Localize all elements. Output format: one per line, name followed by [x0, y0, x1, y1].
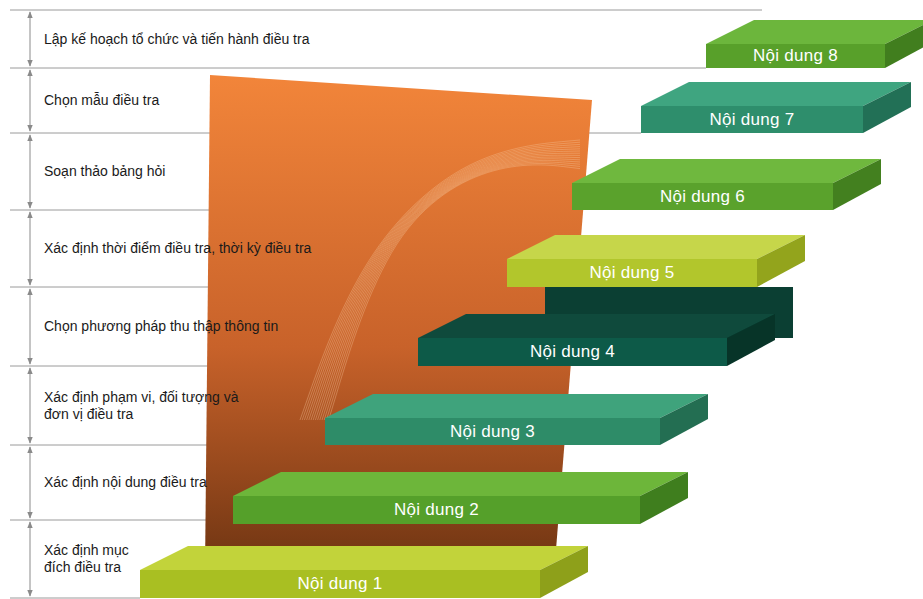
- slab-face: [572, 159, 881, 210]
- band-line: [10, 520, 233, 521]
- step-slab: Nội dung 6: [572, 183, 833, 210]
- step-slab: Nội dung 2: [233, 496, 640, 524]
- texture-arc: [326, 163, 580, 420]
- step-label: Lập kế hoạch tổ chức và tiến hành điều t…: [44, 31, 309, 48]
- dimension-arrow: [30, 447, 31, 518]
- texture-arc: [320, 159, 580, 420]
- step-label: Chọn phương pháp thu thập thông tin: [44, 318, 278, 335]
- slab-face: [325, 394, 708, 445]
- step-slab: Nội dung 8: [706, 44, 885, 68]
- slab-side: [660, 394, 708, 445]
- slab-face: [233, 472, 688, 524]
- step-label: Xác định nội dung điều tra: [44, 474, 207, 491]
- slab-face: [418, 314, 775, 366]
- texture-arc: [324, 162, 580, 420]
- slab-side: [863, 82, 911, 133]
- slab-face: [641, 82, 911, 133]
- texture-arc: [315, 155, 580, 420]
- step-label: Xác định mục đích điều tra: [44, 542, 144, 576]
- slab-text: Nội dung 4: [530, 342, 615, 362]
- slab-side: [833, 159, 881, 210]
- dimension-arrow: [30, 70, 31, 131]
- band-line: [10, 598, 140, 599]
- slab-top: [572, 159, 881, 183]
- slab-side: [757, 235, 805, 287]
- dimension-arrows: [30, 12, 31, 596]
- step-slab: Nội dung 7: [641, 106, 863, 133]
- step-slab: Nội dung 5: [507, 259, 757, 287]
- texture-arc: [329, 165, 580, 420]
- step-label: Xác định phạm vi, đối tượng và đơn vị đi…: [44, 389, 244, 423]
- slab-top: [233, 472, 688, 496]
- band-line: [10, 68, 706, 69]
- slab-text: Nội dung 6: [660, 187, 745, 207]
- slab-text: Nội dung 1: [297, 574, 382, 594]
- dimension-arrow: [30, 135, 31, 208]
- slab-top: [706, 20, 923, 44]
- slab-top: [507, 235, 805, 259]
- step-slab: Nội dung 4: [418, 338, 727, 366]
- step-label: Xác định thời điểm điều tra, thời kỳ điề…: [44, 240, 311, 257]
- dimension-arrow: [30, 12, 31, 66]
- slab-text: Nội dung 8: [753, 46, 838, 66]
- slab-faces: [140, 20, 923, 598]
- slab-top: [140, 546, 588, 570]
- texture-arc: [322, 160, 580, 420]
- texture-arc: [318, 157, 580, 420]
- slab-face: [507, 235, 805, 287]
- dimension-arrow: [30, 212, 31, 285]
- dimension-arrow: [30, 522, 31, 596]
- slab-face: [706, 20, 923, 68]
- slab-side: [727, 314, 775, 366]
- slab-side: [885, 20, 923, 68]
- dimension-arrow: [30, 368, 31, 443]
- slab-text: Nội dung 2: [394, 500, 479, 520]
- slab-text: Nội dung 7: [709, 110, 794, 130]
- slab-text: Nội dung 3: [450, 422, 535, 442]
- step-slab: Nội dung 1: [140, 570, 540, 598]
- dimension-arrow: [30, 289, 31, 364]
- slab-side: [640, 472, 688, 524]
- slab-side: [540, 546, 588, 598]
- slab-top: [325, 394, 708, 418]
- slab-text: Nội dung 5: [589, 263, 674, 283]
- slab-face: [140, 546, 588, 598]
- band-line: [10, 10, 762, 11]
- step-label: Chọn mẫu điều tra: [44, 92, 159, 109]
- slab-top: [418, 314, 775, 338]
- step-slab: Nội dung 3: [325, 418, 660, 445]
- step-label: Soạn thảo bảng hỏi: [44, 163, 165, 180]
